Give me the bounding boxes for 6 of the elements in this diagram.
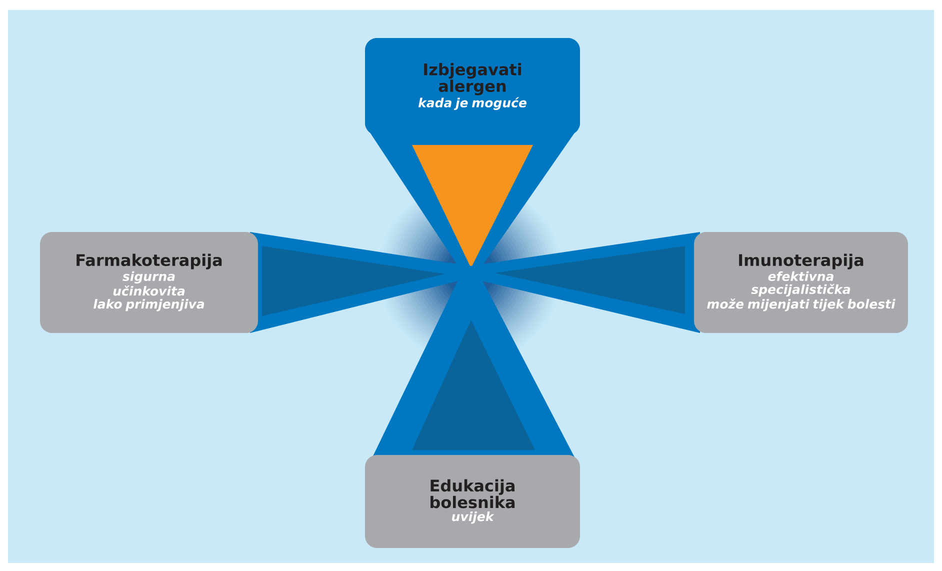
label-box: Imunoterapija efektivna specijalistička može mijenjati tijek bolesti — [694, 232, 908, 333]
node-label: Izbjegavati alergen — [424, 63, 522, 96]
label-box: Edukacija bolesnika uvijek — [365, 455, 580, 548]
label-box: Izbjegavati alergen kada je moguće — [365, 38, 580, 135]
label-box: Farmakoterapija sigurna učinkovita lako primjenjiva — [40, 232, 258, 333]
node-label: kada je moguće — [418, 97, 526, 110]
